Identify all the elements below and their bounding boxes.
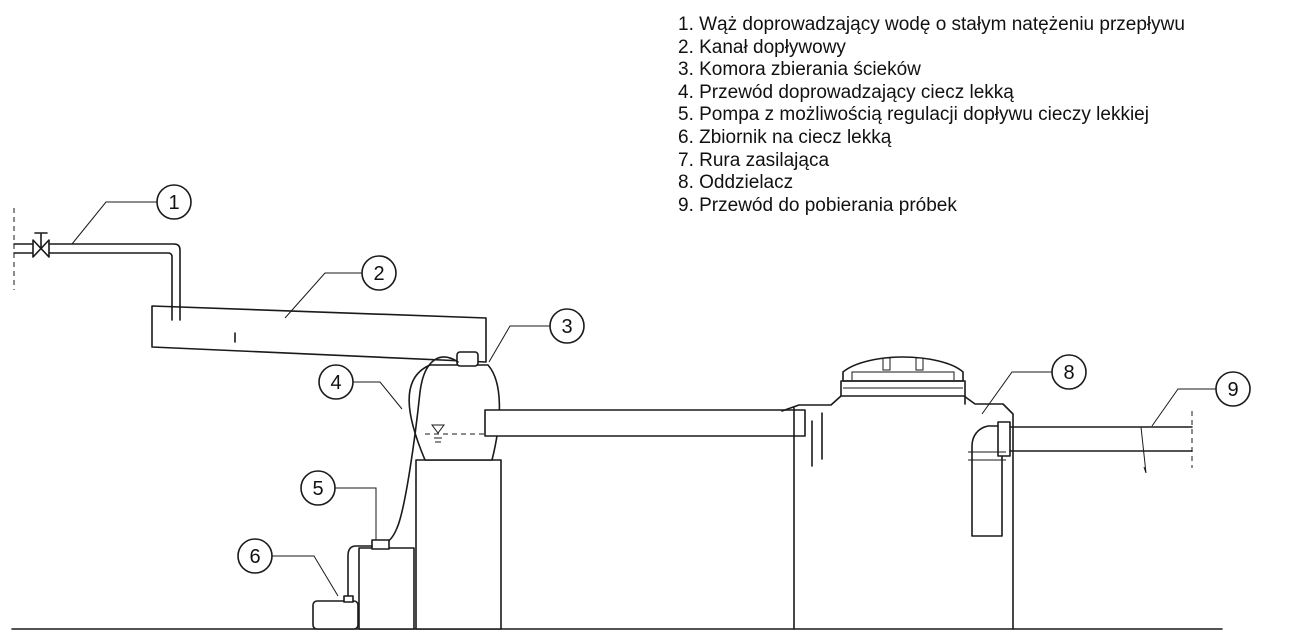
callout-label-1: 1 — [168, 192, 179, 214]
pump — [347, 539, 415, 630]
legend-item-8: 8. Oddzielacz — [678, 172, 794, 194]
callout-label-2: 2 — [373, 263, 384, 285]
callout-6: 6 — [237, 538, 273, 574]
legend: 1. Wąż doprowadzający wodę o stałym natę… — [678, 14, 1298, 217]
callout-label-5: 5 — [312, 478, 323, 500]
callout-4: 4 — [318, 364, 354, 400]
legend-item-6: 6. Zbiornik na ciecz lekką — [678, 126, 892, 148]
legend-item-5: 5. Pompa z możliwością regulacji dopływu… — [678, 104, 1149, 126]
callout-8: 8 — [1051, 354, 1087, 390]
legend-item-2: 2. Kanał dopływowy — [678, 36, 846, 58]
callout-label-8: 8 — [1063, 362, 1074, 384]
legend-item-9: 9. Przewód do pobierania próbek — [678, 194, 957, 216]
callout-label-6: 6 — [249, 546, 260, 568]
callout-5: 5 — [300, 470, 336, 506]
legend-item-4: 4. Przewód doprowadzający ciecz lekką — [678, 81, 1014, 103]
light-liquid-tank — [312, 595, 359, 630]
leader-lines — [71, 201, 1216, 597]
sampling-line — [1009, 411, 1193, 474]
inflow-channel — [151, 305, 487, 363]
legend-item-1: 1. Wąż doprowadzający wodę o stałym natę… — [678, 14, 1185, 35]
feed-pipe — [484, 409, 806, 437]
callout-label-4: 4 — [330, 372, 341, 394]
legend-item-3: 3. Komora zbierania ścieków — [678, 59, 921, 81]
callout-2: 2 — [361, 255, 397, 291]
callout-9: 9 — [1215, 371, 1251, 407]
callout-1: 1 — [156, 184, 192, 220]
callout-3: 3 — [549, 308, 585, 344]
callout-label-9: 9 — [1227, 379, 1238, 401]
callout-label-3: 3 — [561, 316, 572, 338]
separator — [781, 356, 1014, 630]
collection-chamber — [408, 351, 502, 630]
water-supply-hose — [13, 232, 181, 321]
legend-item-7: 7. Rura zasilająca — [678, 149, 830, 171]
